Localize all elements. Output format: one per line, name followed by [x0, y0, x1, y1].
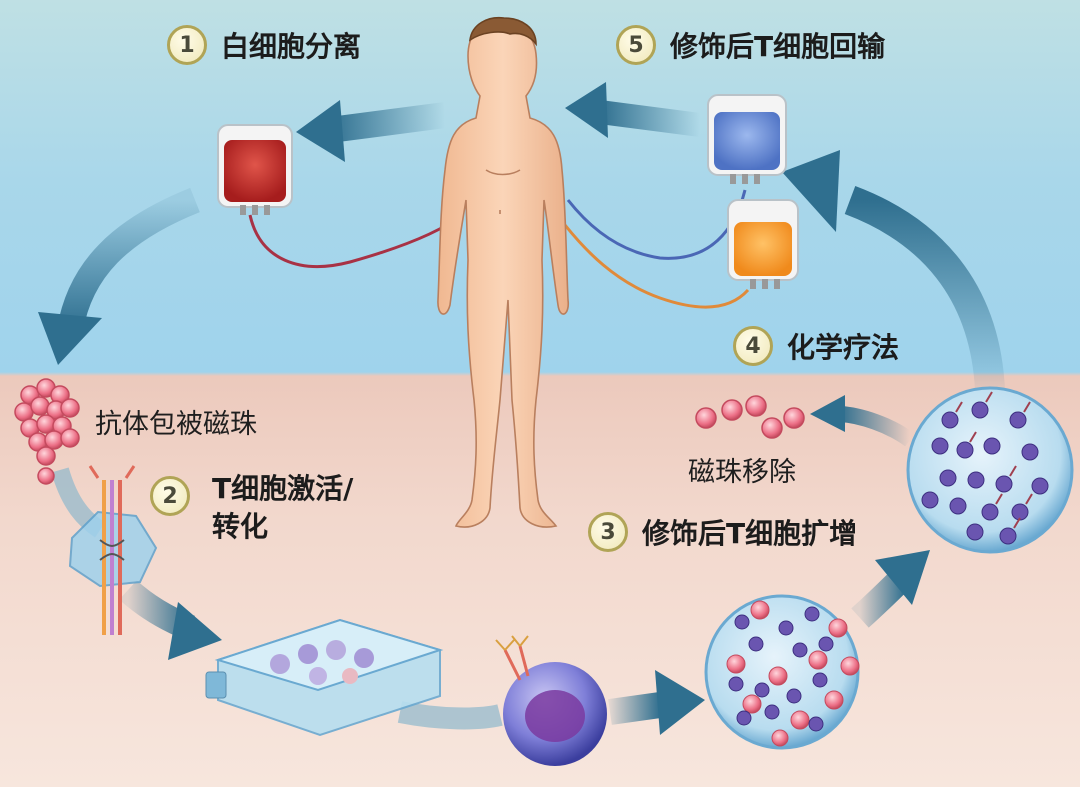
arrow-red-bag-to-beads	[38, 200, 195, 365]
blue-cell-bag-icon	[708, 95, 786, 184]
bead-removal-label: 磁珠移除	[688, 450, 796, 489]
step-3: 3 修饰后T细胞扩增	[588, 512, 857, 552]
step-1: 1 白细胞分离	[167, 25, 361, 65]
step-2-label-line1: T细胞激活/	[212, 470, 353, 508]
red-bag-tube	[250, 215, 462, 267]
blue-bag-tube	[568, 190, 745, 258]
step-3-badge: 3	[588, 512, 628, 552]
t-cell-icon	[496, 636, 607, 766]
arrow-body-to-red-bag	[296, 100, 445, 162]
step-4: 4 化学疗法	[733, 326, 899, 366]
orange-chemo-bag-icon	[728, 200, 798, 289]
arrow-crystal-to-flask	[128, 590, 222, 660]
arrow-flask-to-cell	[400, 712, 500, 718]
arrow-bead-removal	[810, 395, 910, 440]
step-1-badge: 1	[167, 25, 207, 65]
removed-beads	[696, 396, 804, 438]
expansion-dish-icon	[908, 388, 1072, 552]
human-figure-icon	[438, 18, 568, 527]
step-2-label-line2: 转化	[212, 508, 353, 546]
step-5-label: 修饰后T细胞回输	[670, 25, 885, 65]
step-5-badge: 5	[616, 25, 656, 65]
red-blood-bag-icon	[218, 125, 292, 215]
step-2: 2 T细胞激活/ 转化	[150, 470, 353, 546]
step-2-label: T细胞激活/ 转化	[212, 470, 353, 546]
arrow-bags-to-body	[565, 82, 700, 138]
step-1-label: 白细胞分离	[221, 25, 361, 65]
arrow-dish-to-expansion	[860, 550, 930, 618]
step-4-badge: 4	[733, 326, 773, 366]
step-3-label: 修饰后T细胞扩增	[642, 512, 857, 552]
step-2-badge: 2	[150, 476, 190, 516]
arrow-cell-to-dish	[610, 670, 705, 735]
antibody-beads-label: 抗体包被磁珠	[95, 402, 257, 441]
step-4-label: 化学疗法	[787, 326, 899, 366]
magnetic-beads-icon	[15, 379, 79, 484]
petri-dish-icon	[706, 596, 859, 748]
step-5: 5 修饰后T细胞回输	[616, 25, 885, 65]
